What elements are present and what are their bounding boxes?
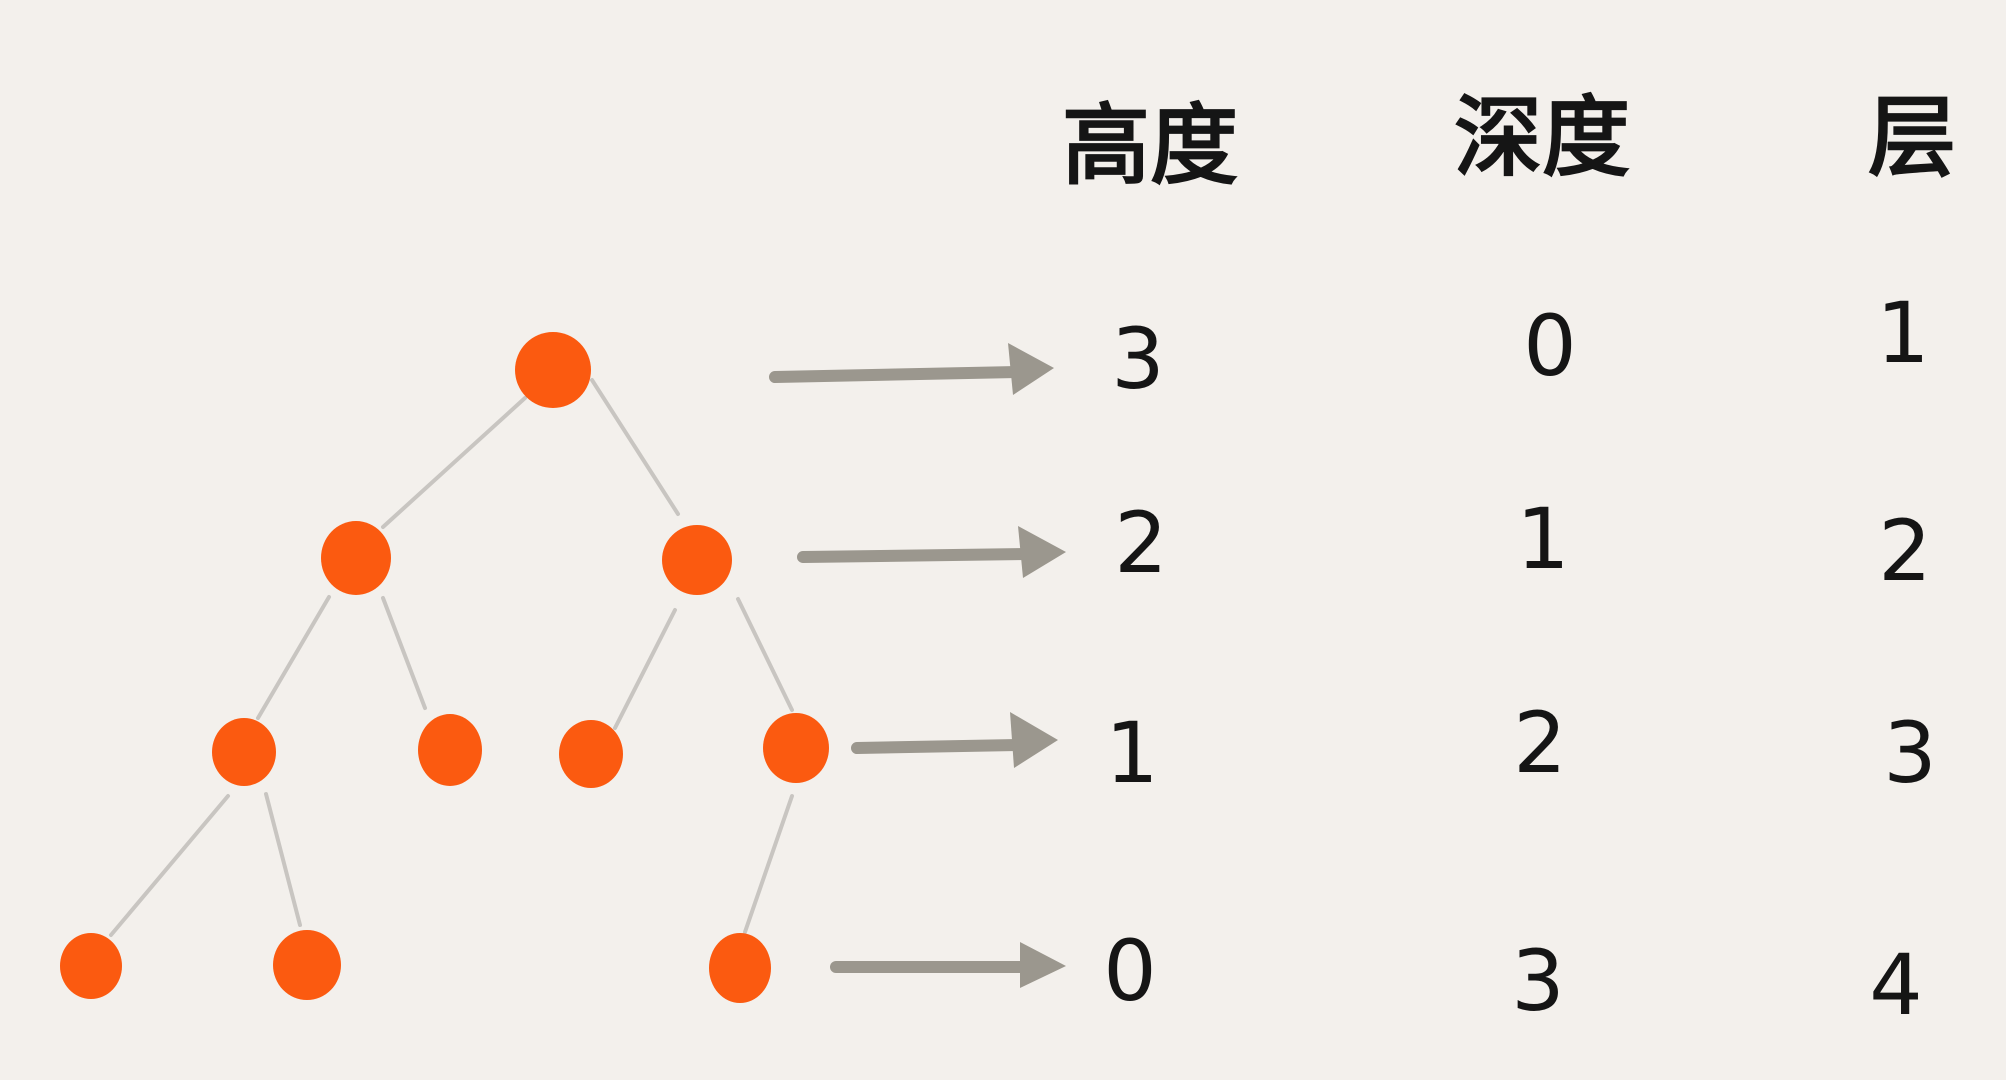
row-2-height: 2 xyxy=(1114,494,1167,592)
arrow-row-2 xyxy=(797,548,1036,563)
arrowheads xyxy=(1008,343,1066,988)
node-level3-b xyxy=(418,714,482,786)
arrow-row-3 xyxy=(851,739,1026,754)
row-4-height: 0 xyxy=(1103,922,1156,1020)
edge-l3a-leaf-a xyxy=(109,794,230,937)
row-2: 2 1 2 xyxy=(1114,490,1931,600)
tree-edges xyxy=(109,378,794,937)
row-3-height: 1 xyxy=(1105,704,1158,802)
edge-root-right xyxy=(590,378,680,516)
node-level3-c xyxy=(559,720,623,788)
row-3-depth: 2 xyxy=(1513,694,1566,792)
arrowhead-row-4 xyxy=(1020,942,1066,988)
header-level: 层 xyxy=(1868,86,1956,189)
row-4-depth: 3 xyxy=(1511,932,1564,1030)
row-2-level: 2 xyxy=(1878,502,1931,600)
row-1-level: 1 xyxy=(1876,284,1929,382)
header-depth: 深度 xyxy=(1454,86,1630,189)
node-level2-right xyxy=(662,525,732,595)
column-headers: 高度 深度 层 xyxy=(1062,86,1956,197)
arrowhead-row-2 xyxy=(1018,526,1066,578)
row-1: 3 0 1 xyxy=(1111,284,1929,408)
edge-right-rightchild xyxy=(736,597,794,712)
header-height: 高度 xyxy=(1062,94,1238,197)
row-1-depth: 0 xyxy=(1523,297,1576,395)
node-level3-a xyxy=(212,718,276,786)
level-arrows xyxy=(769,366,1036,973)
edge-left-rightchild xyxy=(381,596,427,710)
row-4: 0 3 4 xyxy=(1103,922,1922,1034)
arrowhead-row-3 xyxy=(1010,712,1058,768)
edge-root-left xyxy=(381,396,527,529)
edge-l3d-leaf-c xyxy=(743,794,794,934)
edge-left-leftchild xyxy=(256,595,331,720)
arrowhead-row-1 xyxy=(1008,343,1054,395)
row-2-depth: 1 xyxy=(1516,490,1569,588)
row-3-level: 3 xyxy=(1883,704,1936,802)
node-root xyxy=(515,332,591,408)
row-4-level: 4 xyxy=(1869,936,1922,1034)
node-level3-d xyxy=(763,713,829,783)
node-level2-left xyxy=(321,521,391,595)
edge-l3a-leaf-b xyxy=(264,792,302,927)
row-1-height: 3 xyxy=(1111,310,1164,408)
arrow-row-1 xyxy=(769,366,1026,383)
edge-right-leftchild xyxy=(613,608,677,730)
node-leaf-a xyxy=(60,933,122,999)
node-leaf-c xyxy=(709,933,771,1003)
node-leaf-b xyxy=(273,930,341,1000)
tree-nodes xyxy=(60,332,829,1003)
row-3: 1 2 3 xyxy=(1105,694,1936,802)
